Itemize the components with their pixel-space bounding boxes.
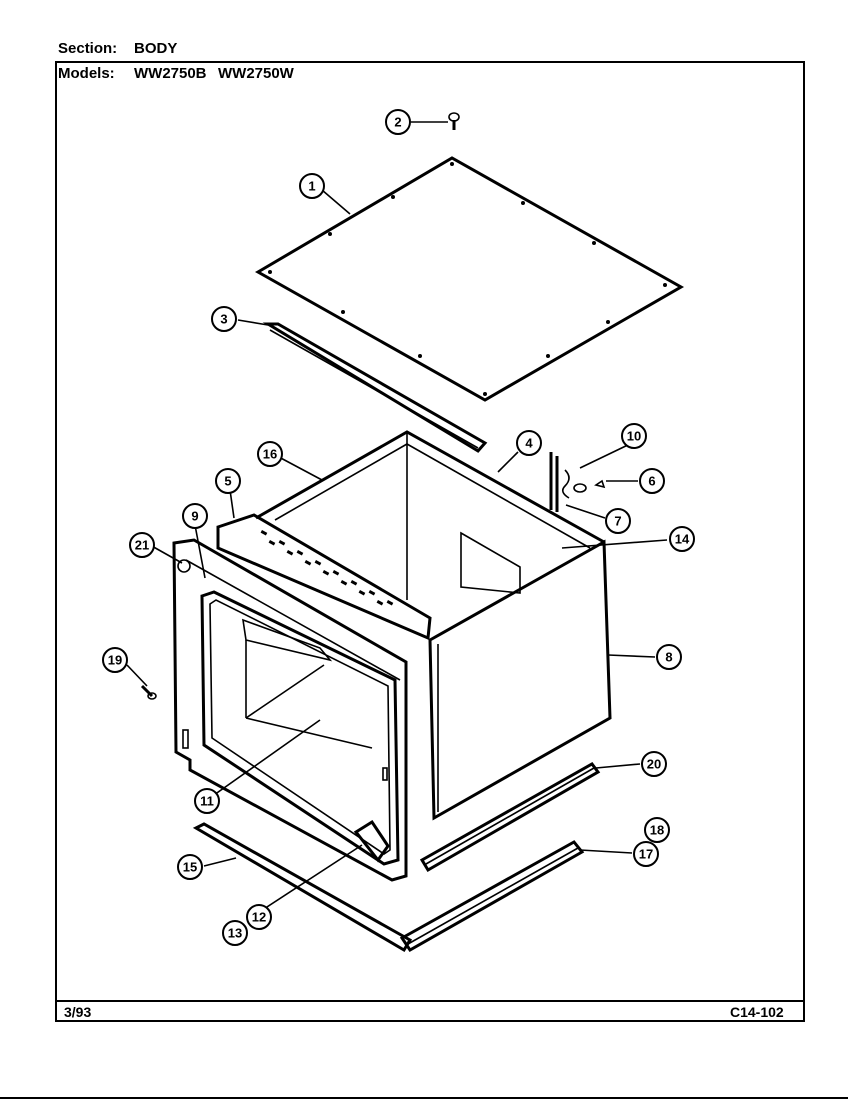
callout-4: 4 <box>516 430 542 456</box>
callout-15: 15 <box>177 854 203 880</box>
svg-text:5: 5 <box>224 474 231 489</box>
model-2: WW2750W <box>218 65 294 82</box>
callout-11: 11 <box>194 788 220 814</box>
footer-divider <box>55 1000 805 1002</box>
callout-9: 9 <box>182 503 208 529</box>
models-label: Models: <box>58 65 115 82</box>
svg-text:19: 19 <box>108 653 122 668</box>
callout-3: 3 <box>211 306 237 332</box>
svg-text:12: 12 <box>252 910 266 925</box>
wire-harness <box>549 452 606 512</box>
callout-1: 1 <box>299 173 325 199</box>
section-label: Section: <box>58 40 118 57</box>
callout-20: 20 <box>641 751 667 777</box>
svg-text:7: 7 <box>614 514 621 529</box>
svg-text:3: 3 <box>220 312 227 327</box>
page-bottom-rule <box>0 1097 848 1099</box>
svg-text:8: 8 <box>665 650 672 665</box>
svg-text:21: 21 <box>135 538 149 553</box>
section-value: BODY <box>134 40 178 57</box>
callout-7: 7 <box>605 508 631 534</box>
callout-6: 6 <box>639 468 665 494</box>
svg-text:1: 1 <box>308 179 315 194</box>
svg-text:15: 15 <box>183 860 197 875</box>
screw-top <box>448 112 460 130</box>
svg-text:14: 14 <box>675 532 690 547</box>
callout-12: 12 <box>246 904 272 930</box>
callout-17: 17 <box>633 841 659 867</box>
svg-text:2: 2 <box>394 115 401 130</box>
svg-text:6: 6 <box>648 474 655 489</box>
leader-lines <box>126 121 668 919</box>
svg-text:9: 9 <box>191 509 198 524</box>
callout-8: 8 <box>656 644 682 670</box>
footer-code: C14-102 <box>730 1004 784 1020</box>
svg-text:4: 4 <box>525 436 533 451</box>
callout-16: 16 <box>257 441 283 467</box>
svg-text:17: 17 <box>639 847 653 862</box>
svg-text:20: 20 <box>647 757 661 772</box>
top-panel <box>254 156 685 402</box>
cabinet-box <box>172 430 612 882</box>
screw-left <box>140 684 157 700</box>
top-rail <box>262 322 488 453</box>
diagram-frame <box>55 61 805 1022</box>
callout-21: 21 <box>129 532 155 558</box>
callout-10: 10 <box>621 423 647 449</box>
callout-2: 2 <box>385 109 411 135</box>
svg-text:18: 18 <box>650 823 664 838</box>
svg-text:11: 11 <box>200 794 214 809</box>
svg-text:13: 13 <box>228 926 242 941</box>
footer-date: 3/93 <box>64 1004 92 1020</box>
callout-5: 5 <box>215 468 241 494</box>
bottom-rails <box>192 762 601 953</box>
svg-text:16: 16 <box>263 447 277 462</box>
callout-19: 19 <box>102 647 128 673</box>
callout-13: 13 <box>222 920 248 946</box>
callout-18-right: 18 <box>644 817 670 843</box>
callout-14: 14 <box>669 526 695 552</box>
svg-text:10: 10 <box>627 429 641 444</box>
model-1: WW2750B <box>134 65 207 82</box>
